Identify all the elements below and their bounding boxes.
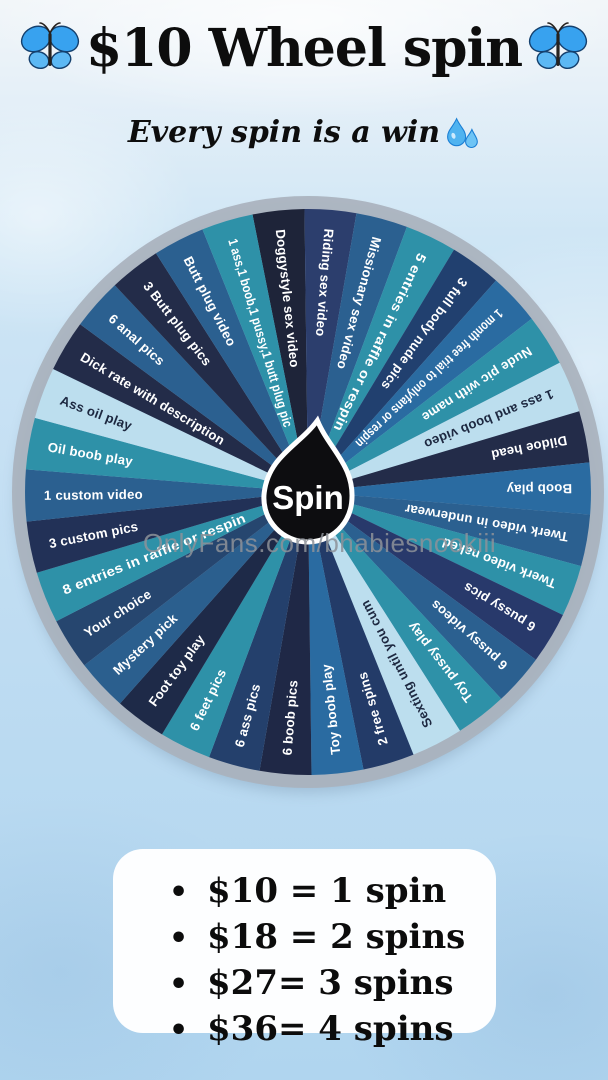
wheel-segment xyxy=(308,492,563,660)
pricing-box: • $10 = 1 spin • $18 = 2 spins • $27= 3 spins… xyxy=(113,849,496,1049)
wheel-segment xyxy=(308,213,407,492)
butterfly-icon xyxy=(20,22,80,70)
wheel-segment xyxy=(36,492,309,622)
wheel-segment xyxy=(308,249,496,492)
wheel-segment xyxy=(25,417,309,492)
droplets-icon xyxy=(447,117,478,149)
bullet-icon: • xyxy=(169,1013,189,1048)
pricing-list: • $10 = 1 spin • $18 = 2 spins • $27= 3 spins… xyxy=(113,849,496,1053)
wheel-segment xyxy=(308,226,454,492)
pricing-item-text: $36= 4 spins xyxy=(207,1009,454,1049)
wheel-rim xyxy=(12,196,604,788)
pricing-item-text: $27= 3 spins xyxy=(207,963,454,1003)
wheel-segment xyxy=(308,492,414,770)
spin-label: Spin xyxy=(272,479,344,516)
wheel-segment xyxy=(308,411,590,492)
wheel-segment xyxy=(308,492,536,699)
wheel-segment-label: 1 custom video xyxy=(44,487,143,503)
wheel-segment xyxy=(308,280,532,492)
wheel-segment xyxy=(308,492,364,775)
wheel-segment xyxy=(308,492,502,731)
page-title: $10 Wheel spin xyxy=(85,17,523,79)
wheel-segment xyxy=(84,492,308,704)
wheel-segment xyxy=(308,492,460,755)
wheel-segment xyxy=(114,253,308,492)
wheel-segment xyxy=(156,229,308,492)
wheel-segment xyxy=(308,462,591,515)
subtitle-row: Every spin is a win xyxy=(0,112,608,152)
wheel-segment xyxy=(308,318,560,492)
drop-shape xyxy=(261,415,355,545)
pricing-item: • $18 = 2 spins xyxy=(169,915,496,961)
butterfly-icon xyxy=(528,22,588,70)
pricing-item-text: $18 = 2 spins xyxy=(207,917,466,957)
wheel-segment xyxy=(162,492,308,758)
wheel-segment xyxy=(202,214,308,492)
wheel-segment xyxy=(53,324,308,492)
wheel-segment xyxy=(308,492,582,615)
bullet-icon: • xyxy=(169,921,189,956)
wheel-segment xyxy=(252,209,308,492)
pricing-item: • $27= 3 spins xyxy=(169,961,496,1007)
pricing-item: • $36= 4 spins xyxy=(169,1007,496,1053)
wheel-segment xyxy=(26,492,308,573)
wheel-segment xyxy=(25,469,308,522)
pricing-item-text: $10 = 1 spin xyxy=(207,871,447,911)
wheel-segment-label: 6 boob pics xyxy=(280,679,301,755)
wheel-segment xyxy=(120,492,308,735)
spin-button[interactable]: Spin xyxy=(259,415,361,547)
bullet-icon: • xyxy=(169,967,189,1002)
subtitle: Every spin is a win xyxy=(127,114,441,150)
bullet-icon: • xyxy=(169,875,189,910)
wheel-segment xyxy=(56,492,308,666)
pricing-item: • $10 = 1 spin xyxy=(169,869,496,915)
wheel-segment xyxy=(209,492,308,771)
header: $10 Wheel spin xyxy=(0,16,608,80)
wheel-segment xyxy=(259,492,312,776)
wheel-segment xyxy=(308,362,580,492)
wheel-segment xyxy=(308,492,591,567)
wheel-segment-label: Boob play xyxy=(506,481,572,497)
wheel-segment xyxy=(34,369,309,492)
wheel-segment xyxy=(80,285,308,492)
